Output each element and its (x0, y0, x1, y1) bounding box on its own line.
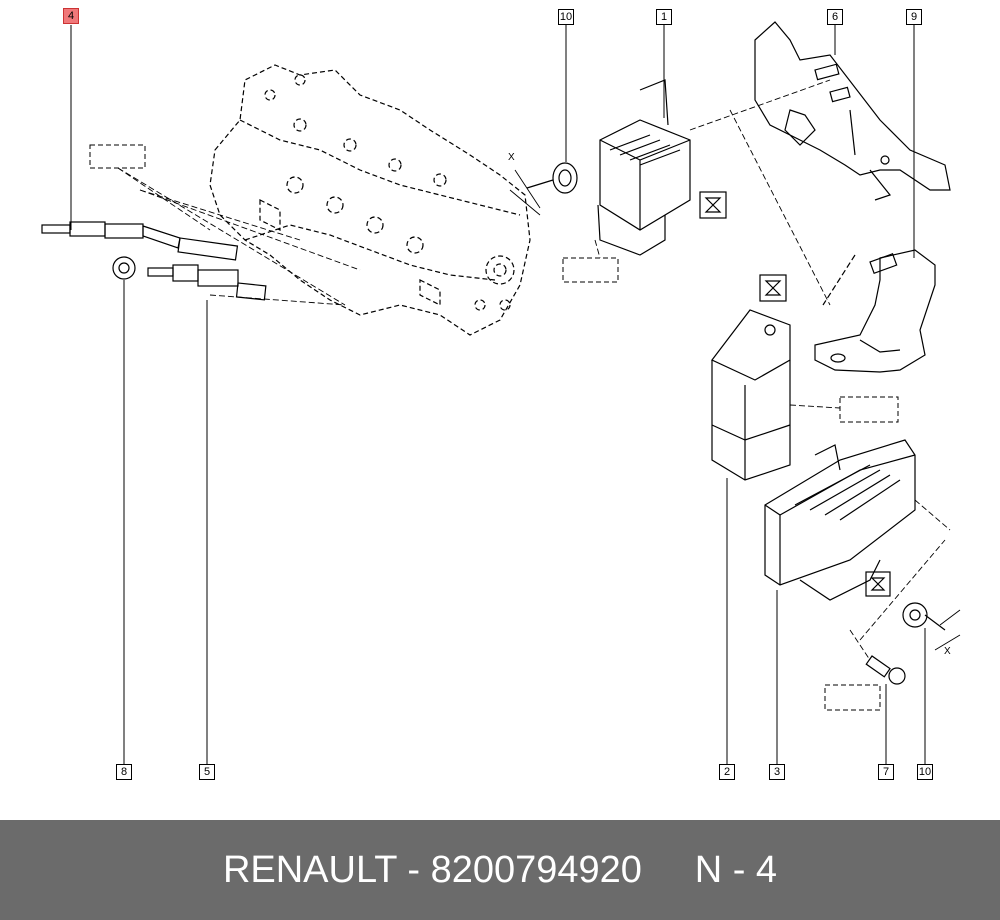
part-number-text: RENAULT - 8200794920 N - 4 (222, 848, 778, 891)
dimension-label-x-bottom: X (944, 646, 951, 657)
callout-7: 7 (878, 764, 894, 780)
callout-2: 2 (719, 764, 735, 780)
exploded-parts-diagram: 4 10 1 6 9 8 5 2 3 7 10 X X (41, 8, 961, 780)
dimension-x-top (509, 169, 541, 216)
reference-boxes (89, 144, 899, 711)
nut-10-bottom (902, 602, 946, 631)
callout-6: 6 (827, 9, 843, 25)
washer-10-top (526, 162, 578, 194)
dimension-x-bottom (934, 609, 961, 651)
nut-8 (112, 256, 136, 280)
callout-4: 4 (63, 8, 79, 24)
bolt-7 (865, 655, 906, 685)
callout-10-top: 10 (558, 9, 574, 25)
callout-1: 1 (656, 9, 672, 25)
relay-2 (711, 274, 791, 481)
callout-9: 9 (906, 9, 922, 25)
callout-lines (70, 25, 926, 764)
glow-plug-4 (41, 221, 239, 261)
preheating-relay-1 (597, 79, 727, 256)
engine-block (209, 64, 531, 336)
bracket-6 (754, 21, 951, 201)
callout-5: 5 (199, 764, 215, 780)
part-number-footer: RENAULT - 8200794920 N - 4 (0, 820, 1000, 920)
relay-module-3 (764, 439, 916, 601)
callout-3: 3 (769, 764, 785, 780)
diagram-drawing (41, 21, 961, 764)
leader-lines (117, 79, 951, 661)
callout-10-bottom: 10 (917, 764, 933, 780)
dimension-label-x-top: X (508, 152, 515, 163)
callout-8: 8 (116, 764, 132, 780)
glow-plug-5 (147, 264, 267, 301)
bracket-9 (814, 249, 936, 373)
